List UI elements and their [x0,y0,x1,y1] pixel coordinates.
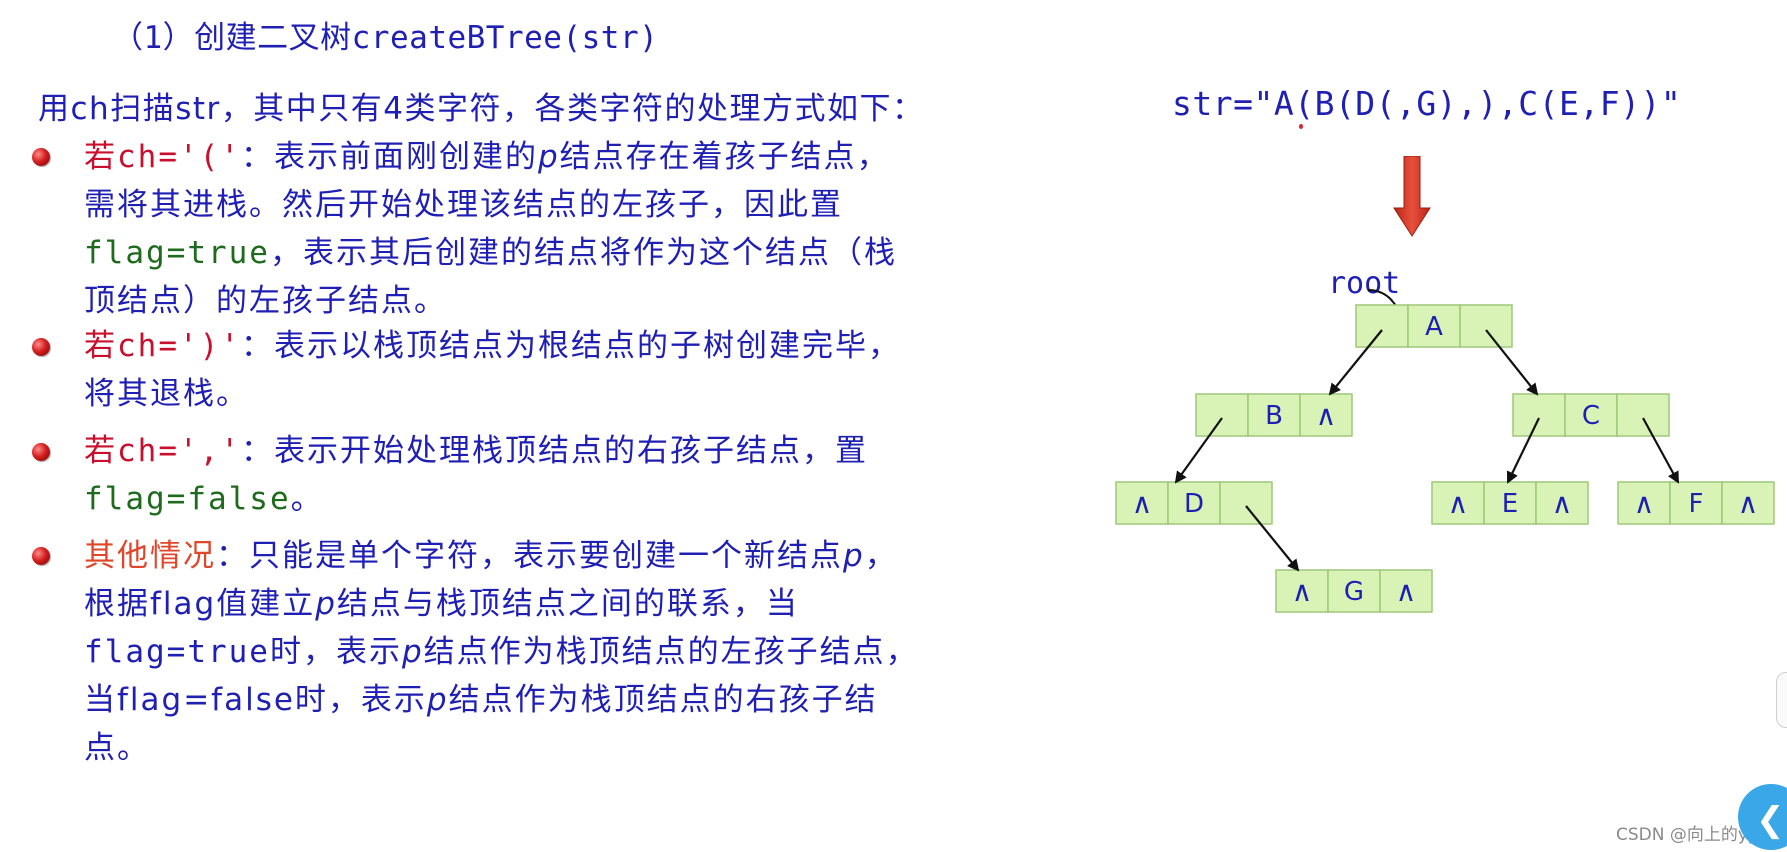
node-g-data: G [1344,577,1364,607]
rule-comma-label: 若ch=',' [84,433,241,469]
var-p: p [843,538,865,574]
binary-tree-diagram: root A B ∧ C ∧ D ∧ E ∧ [1115,266,1775,613]
down-arrow-icon [1393,156,1431,237]
edge-c-e [1506,417,1540,484]
rule-comma-text-1: ：表示开始处理栈顶结点的右孩子结点，置 [240,433,868,469]
rule-comma-text-2: 。 [290,481,324,517]
rule-other-text-1: ：只能是单个字符，表示要创建一个新结点 [216,538,843,574]
rule-other-label: 其他情况 [84,538,216,574]
rule-other-text-2a: 根据flag值建立 [84,586,316,622]
tree-node-e: ∧ E ∧ [1431,481,1589,525]
null-pointer-symbol: ∧ [1552,487,1573,520]
edge-d-g [1245,505,1300,572]
edge-a-c [1485,329,1539,396]
rule-other-text-4a: 当flag=false时，表示 [84,682,427,718]
rule-other: 其他情况：只能是单个字符，表示要创建一个新结点p， 根据flag值建立p结点与栈… [84,532,964,772]
tree-node-a: A [1355,304,1513,348]
rule-close-paren-text-1: ：表示以栈顶结点为根结点的子树创建完毕， [240,328,901,364]
page-title: （1）创建二叉树createBTree(str) [112,20,659,56]
null-pointer-symbol: ∧ [1448,487,1469,520]
rule-open-paren: 若ch='('：表示前面刚创建的p结点存在着孩子结点， 需将其进栈。然后开始处理… [84,133,964,325]
root-label: root [1328,266,1400,301]
node-c-data: C [1582,401,1600,431]
code-flag-true: flag=true [84,235,270,271]
node-b-data: B [1265,401,1283,431]
tree-node-g: ∧ G ∧ [1275,569,1433,613]
back-button[interactable] [1738,784,1787,850]
rule-open-paren-label: 若ch='(' [84,139,241,175]
rule-close-paren-label: 若ch=')' [84,328,241,364]
input-string-label: str="A(B(D(,G),),C(E,F))" [1172,84,1682,123]
edge-c-f [1642,417,1679,484]
var-p: p [315,586,337,622]
null-pointer-symbol: ∧ [1738,487,1759,520]
null-pointer-symbol: ∧ [1132,487,1153,520]
red-ball-bullet-icon [32,338,50,356]
red-ball-bullet-icon [32,547,50,565]
rule-open-paren-text-3: ，表示其后创建的结点将作为这个结点（栈 [269,235,897,271]
edge-b-d [1174,417,1223,484]
null-pointer-symbol: ∧ [1634,487,1655,520]
null-pointer-symbol: ∧ [1316,399,1337,432]
rule-comma: 若ch=','：表示开始处理栈顶结点的右孩子结点，置 flag=false。 [84,427,964,523]
intro-text: 用ch扫描str，其中只有4类字符，各类字符的处理方式如下： [38,91,925,127]
red-ball-bullet-icon [32,443,50,461]
node-e-data: E [1502,489,1518,519]
rule-open-paren-text-4: 顶结点）的左孩子结点。 [84,283,447,319]
rule-other-text-4b: 结点作为栈顶结点的右孩子结 [448,682,878,718]
code-flag-true-plain: flag=true [84,634,270,670]
var-p: p [401,634,424,670]
tree-node-f: ∧ F ∧ [1617,481,1775,525]
rule-open-paren-text-2: 需将其进栈。然后开始处理该结点的左孩子，因此置 [84,187,843,223]
rule-close-paren: 若ch=')'：表示以栈顶结点为根结点的子树创建完毕， 将其退栈。 [84,322,964,418]
rule-open-paren-text-1: ：表示前面刚创建的 [240,139,538,175]
node-d-data: D [1184,489,1204,519]
node-a-data: A [1425,312,1443,342]
code-flag-false: flag=false [84,481,291,517]
watermark: CSDN @向上的yy [1616,825,1758,845]
rule-other-text-3a: 时，表示 [269,634,402,670]
rule-other-text-1b: ， [864,538,898,574]
rule-close-paren-text-2: 将其退栈。 [84,376,249,412]
rule-other-text-5: 点。 [84,730,150,766]
chevron-left-icon: ❮ [1756,800,1785,840]
tree-node-c: C [1512,393,1670,437]
tree-node-d: ∧ D [1115,481,1273,525]
red-ball-bullet-icon [32,148,50,166]
null-pointer-symbol: ∧ [1396,575,1417,608]
cursor-dot [1299,124,1303,129]
edge-a-b [1328,329,1383,396]
rule-open-paren-text-1b: 结点存在着孩子结点， [559,139,890,175]
rule-other-text-3b: 结点作为栈顶结点的左孩子结点， [423,634,919,670]
null-pointer-symbol: ∧ [1292,575,1313,608]
side-panel-tab[interactable] [1776,672,1787,728]
var-p: p [537,139,560,175]
rule-other-text-2b: 结点与栈顶结点之间的联系，当 [336,586,799,622]
node-f-data: F [1689,489,1704,519]
var-p: p [426,682,449,718]
tree-node-b: B ∧ [1195,393,1353,437]
